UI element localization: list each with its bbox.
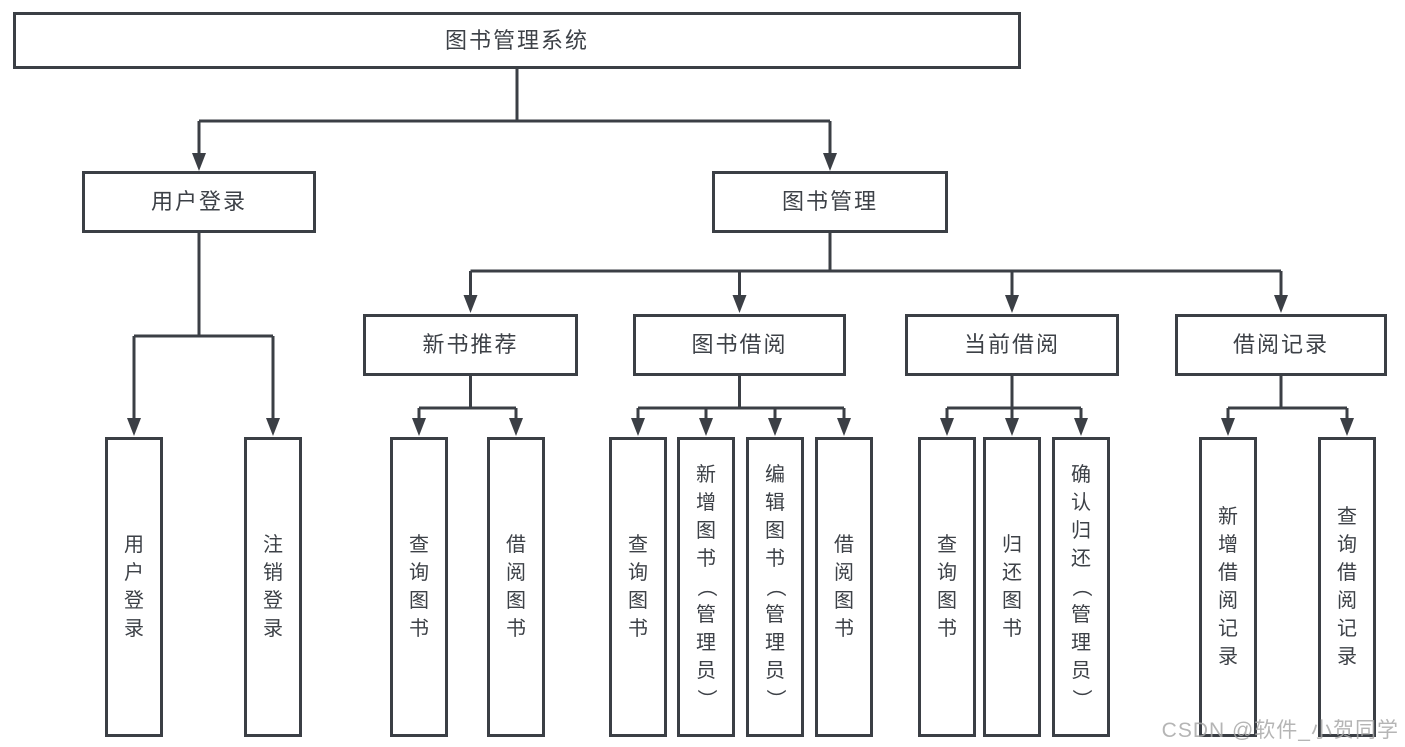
leaf-add-borrow-record: 新增借阅记录 — [1199, 437, 1257, 737]
leaf-logout: 注销登录 — [244, 437, 302, 737]
leaf-borrow-books-recommend-label: 借阅图书 — [506, 534, 526, 640]
leaf-query-books-borrow: 查询图书 — [609, 437, 667, 737]
node-user-login: 用户登录 — [82, 171, 316, 233]
leaf-query-books-current-label: 查询图书 — [937, 534, 957, 640]
node-current-borrow-label: 当前借阅 — [963, 332, 1060, 357]
leaf-borrow-books-label: 借阅图书 — [834, 534, 854, 640]
connector-new-book-children — [417, 376, 518, 420]
node-new-book-recommend-label: 新书推荐 — [422, 332, 519, 357]
node-book-mgmt: 图书管理 — [712, 171, 948, 233]
watermark: CSDN @软件_小贺同学 — [1161, 719, 1399, 742]
leaf-confirm-return-admin-label: 确认归还（管理员） — [1070, 464, 1092, 709]
leaf-query-books-current: 查询图书 — [918, 437, 976, 737]
node-new-book-recommend: 新书推荐 — [363, 314, 578, 376]
connector-current-borrow-children — [945, 376, 1083, 420]
leaf-add-books-admin: 新增图书（管理员） — [677, 437, 735, 737]
leaf-query-books-recommend-label: 查询图书 — [409, 534, 429, 640]
node-root: 图书管理系统 — [13, 12, 1021, 69]
connector-root-children — [197, 69, 832, 155]
arrowheads-current-borrow-children — [940, 418, 1088, 436]
node-book-borrow: 图书借阅 — [633, 314, 846, 376]
connector-borrow-record-children — [1226, 376, 1349, 420]
leaf-query-books-borrow-label: 查询图书 — [628, 534, 648, 640]
arrowheads-root-children — [192, 153, 837, 171]
node-book-borrow-label: 图书借阅 — [691, 332, 788, 357]
leaf-add-books-admin-label: 新增图书（管理员） — [695, 464, 717, 709]
arrowheads-borrow-record-children — [1221, 418, 1354, 436]
arrowheads-user-login-children — [127, 418, 280, 436]
connector-user-login-children — [132, 233, 275, 420]
arrowheads-book-mgmt-children — [463, 295, 1288, 313]
node-borrow-record-label: 借阅记录 — [1232, 332, 1329, 357]
node-book-mgmt-label: 图书管理 — [781, 189, 878, 214]
leaf-return-books-label: 归还图书 — [1002, 534, 1022, 640]
leaf-logout-label: 注销登录 — [263, 534, 283, 640]
node-current-borrow: 当前借阅 — [905, 314, 1119, 376]
connector-book-mgmt-children — [469, 233, 1283, 297]
arrowheads-new-book-children — [412, 418, 523, 436]
node-root-label: 图书管理系统 — [444, 27, 589, 53]
leaf-add-borrow-record-label: 新增借阅记录 — [1218, 506, 1238, 668]
node-borrow-record: 借阅记录 — [1175, 314, 1387, 376]
leaf-query-borrow-record: 查询借阅记录 — [1318, 437, 1376, 737]
leaf-query-books-recommend: 查询图书 — [390, 437, 448, 737]
leaf-edit-books-admin: 编辑图书（管理员） — [746, 437, 804, 737]
leaf-return-books: 归还图书 — [983, 437, 1041, 737]
leaf-edit-books-admin-label: 编辑图书（管理员） — [764, 464, 786, 709]
leaf-borrow-books: 借阅图书 — [815, 437, 873, 737]
leaf-borrow-books-recommend: 借阅图书 — [487, 437, 545, 737]
leaf-user-login-label: 用户登录 — [124, 534, 144, 640]
leaf-user-login: 用户登录 — [105, 437, 163, 737]
connector-book-borrow-children — [636, 376, 846, 420]
leaf-query-borrow-record-label: 查询借阅记录 — [1337, 506, 1357, 668]
leaf-confirm-return-admin: 确认归还（管理员） — [1052, 437, 1110, 737]
node-user-login-label: 用户登录 — [150, 189, 247, 214]
arrowheads-book-borrow-children — [631, 418, 851, 436]
